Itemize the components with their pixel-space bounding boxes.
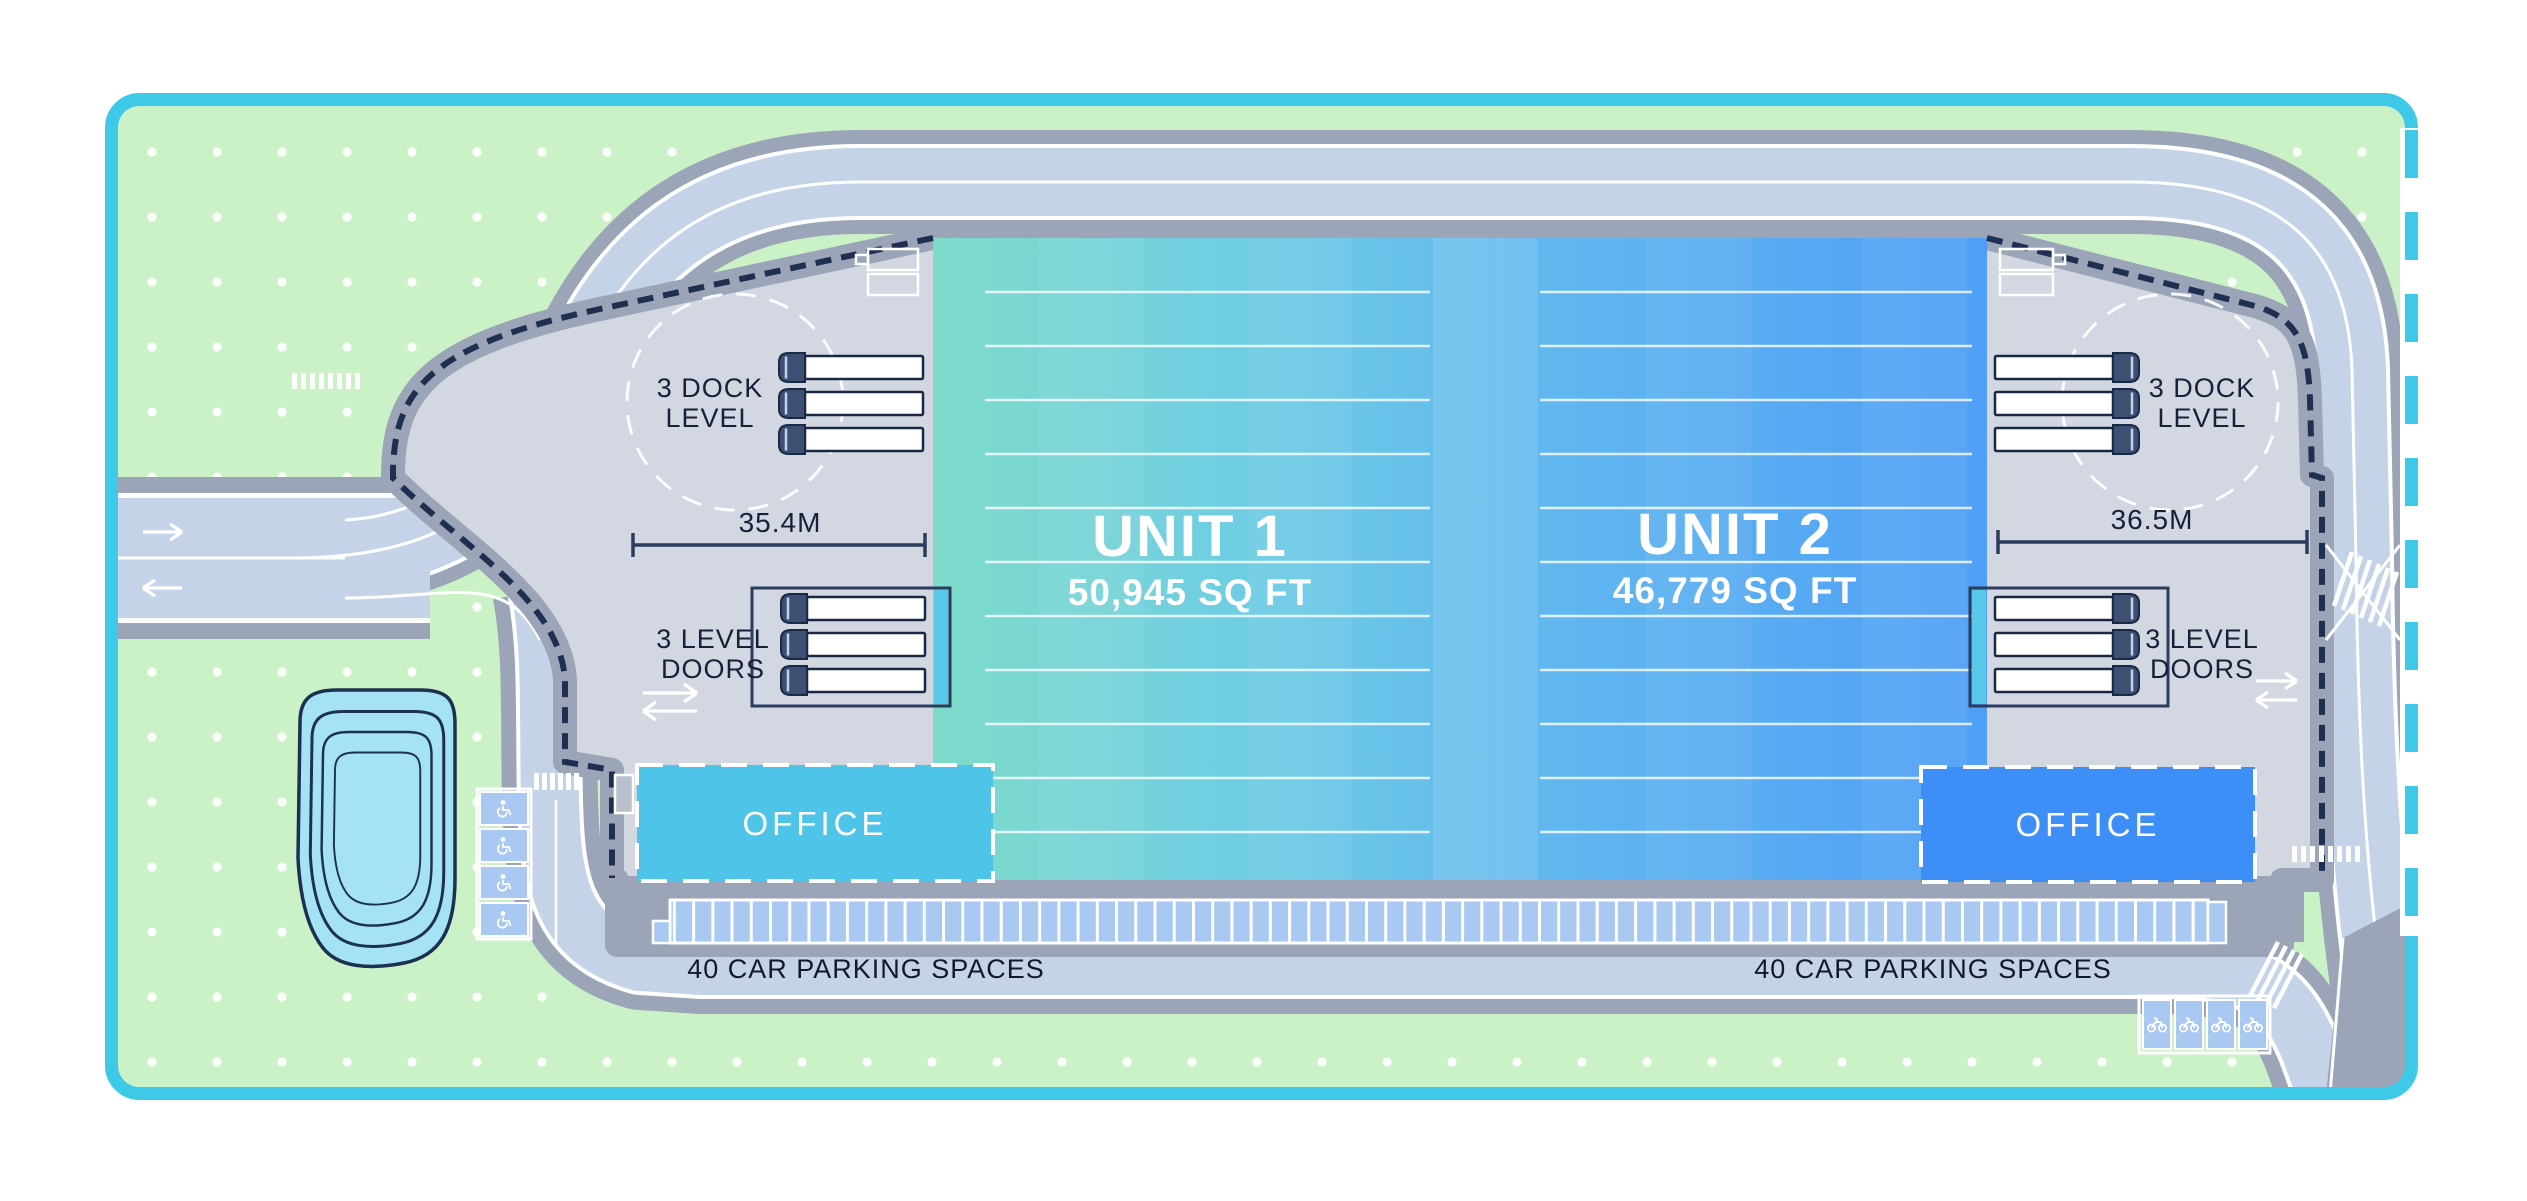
dock-label-left-1: 3 DOCK <box>657 373 764 403</box>
site-boundary-border <box>105 93 2426 1100</box>
loading-bay-left <box>750 586 952 708</box>
office-left: OFFICE <box>635 763 995 883</box>
plot-boundary <box>390 235 2325 878</box>
hatch-markings <box>2248 544 2402 1010</box>
crosswalks <box>292 373 2360 862</box>
unit-2-zone: UNIT 2 46,779 SQ FT <box>1613 502 1857 611</box>
dock-label-right-1: 3 DOCK <box>2149 373 2256 403</box>
unit-2-area: 46,779 SQ FT <box>1613 570 1857 611</box>
exit-road-edge <box>2328 937 2345 1094</box>
dimension-left <box>631 533 927 557</box>
parking-label-left: 40 CAR PARKING SPACES <box>687 954 1045 984</box>
exit-road <box>2326 902 2412 1094</box>
doors-label-left-1: 3 LEVEL <box>656 624 770 654</box>
dock-trucks-left <box>777 351 925 456</box>
cycle-parking <box>2137 994 2272 1055</box>
car-parking-strip <box>651 898 2228 945</box>
unit-1-area: 50,945 SQ FT <box>1068 572 1312 613</box>
roof-lines <box>985 290 1972 834</box>
parking-label-right: 40 CAR PARKING SPACES <box>1754 954 2112 984</box>
dimension-right <box>1996 530 2309 554</box>
unit-1-zone: UNIT 1 50,945 SQ FT <box>1068 504 1312 613</box>
doors-label-right-1: 3 LEVEL <box>2145 624 2259 654</box>
warehouse-building <box>933 238 1987 880</box>
dimension-left-label: 35.4M <box>739 507 822 538</box>
dock-trucks-right <box>1993 351 2141 456</box>
dock-label-left-2: LEVEL <box>665 403 754 433</box>
door-trucks-left <box>779 592 927 697</box>
unit-2-title: UNIT 2 <box>1637 502 1833 567</box>
yard-structures <box>613 247 2067 815</box>
circulation-arrows <box>142 522 2298 722</box>
dimension-right-label: 36.5M <box>2111 504 2194 535</box>
attenuation-pond <box>296 688 457 969</box>
accessible-parking <box>475 787 533 941</box>
dock-label-right-2: LEVEL <box>2157 403 2246 433</box>
doors-label-right-2: DOORS <box>2150 654 2254 684</box>
loading-bay-right <box>1968 586 2170 708</box>
door-trucks-right <box>1993 592 2141 697</box>
office-right: OFFICE <box>1919 765 2257 884</box>
turning-circle-right <box>2060 292 2280 512</box>
office-left-label: OFFICE <box>743 805 888 842</box>
doors-label-left-2: DOORS <box>661 654 765 684</box>
unit-1-title: UNIT 1 <box>1092 504 1288 569</box>
office-right-label: OFFICE <box>2016 806 2161 843</box>
